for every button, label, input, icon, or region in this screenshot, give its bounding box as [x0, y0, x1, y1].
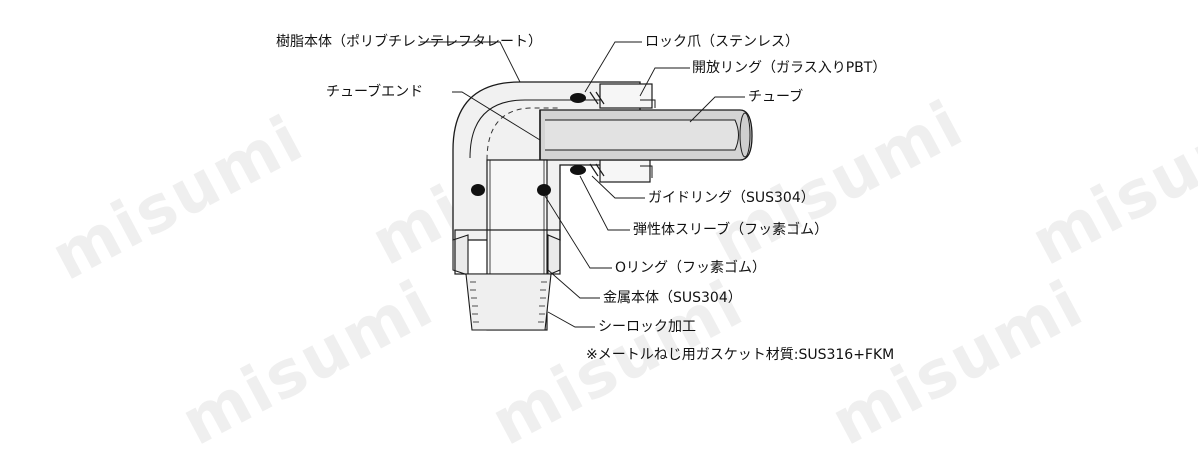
label-lock-claw: ロック爪（ステンレス） [645, 34, 799, 50]
flow-passage-dashed [486, 107, 560, 161]
lock-claw-top [589, 91, 605, 105]
o-ring-left [471, 184, 485, 196]
label-seal-lock: シーロック加工 [598, 319, 696, 335]
diagram-canvas: misumi misumi misumi misumi misumi misum… [40, 34, 1198, 460]
label-release-ring: 開放リング（ガラス入りPBT） [692, 60, 887, 76]
leader-elastomer [579, 175, 630, 231]
label-gasket-note: ※メートルねじ用ガスケット材質:SUS316+FKM [586, 347, 895, 363]
thread-shank [465, 273, 552, 331]
label-elastomer-sleeve: 弾性体スリーブ（フッ素ゴム） [633, 222, 829, 238]
release-ring-shape-lower [599, 159, 651, 183]
label-o-ring: Oリング（フッ素ゴム） [615, 260, 767, 276]
fitting-cross-section [420, 41, 753, 331]
leader-release-ring [639, 67, 690, 97]
leader-lock-claw [584, 41, 642, 93]
tube-end-face [739, 112, 751, 158]
leader-o-ring [544, 195, 612, 269]
head-step [640, 99, 656, 178]
label-tube-end: チューブエンド [326, 84, 424, 100]
label-body-resin: 樹脂本体（ポリブチレンテレフタレート） [276, 34, 542, 50]
thread-lines [470, 281, 547, 323]
release-ring-shape [599, 83, 653, 109]
label-tube: チューブ [748, 89, 804, 105]
lock-claw-bottom [589, 163, 605, 177]
o-ring-right [537, 184, 551, 196]
leader-tube [689, 96, 745, 123]
tube-inner [545, 119, 739, 151]
leader-tube-end [452, 91, 541, 141]
seal-top [570, 93, 586, 103]
label-guide-ring: ガイドリング（SUS304） [648, 190, 815, 206]
leader-body-resin [420, 41, 521, 83]
seal-bottom [570, 165, 586, 175]
resin-body-inner [469, 99, 640, 159]
leader-guide-ring [591, 175, 645, 199]
leader-seal-lock [547, 311, 595, 328]
label-metal-body: 金属本体（SUS304） [603, 290, 742, 306]
leader-metal-body [547, 269, 600, 299]
